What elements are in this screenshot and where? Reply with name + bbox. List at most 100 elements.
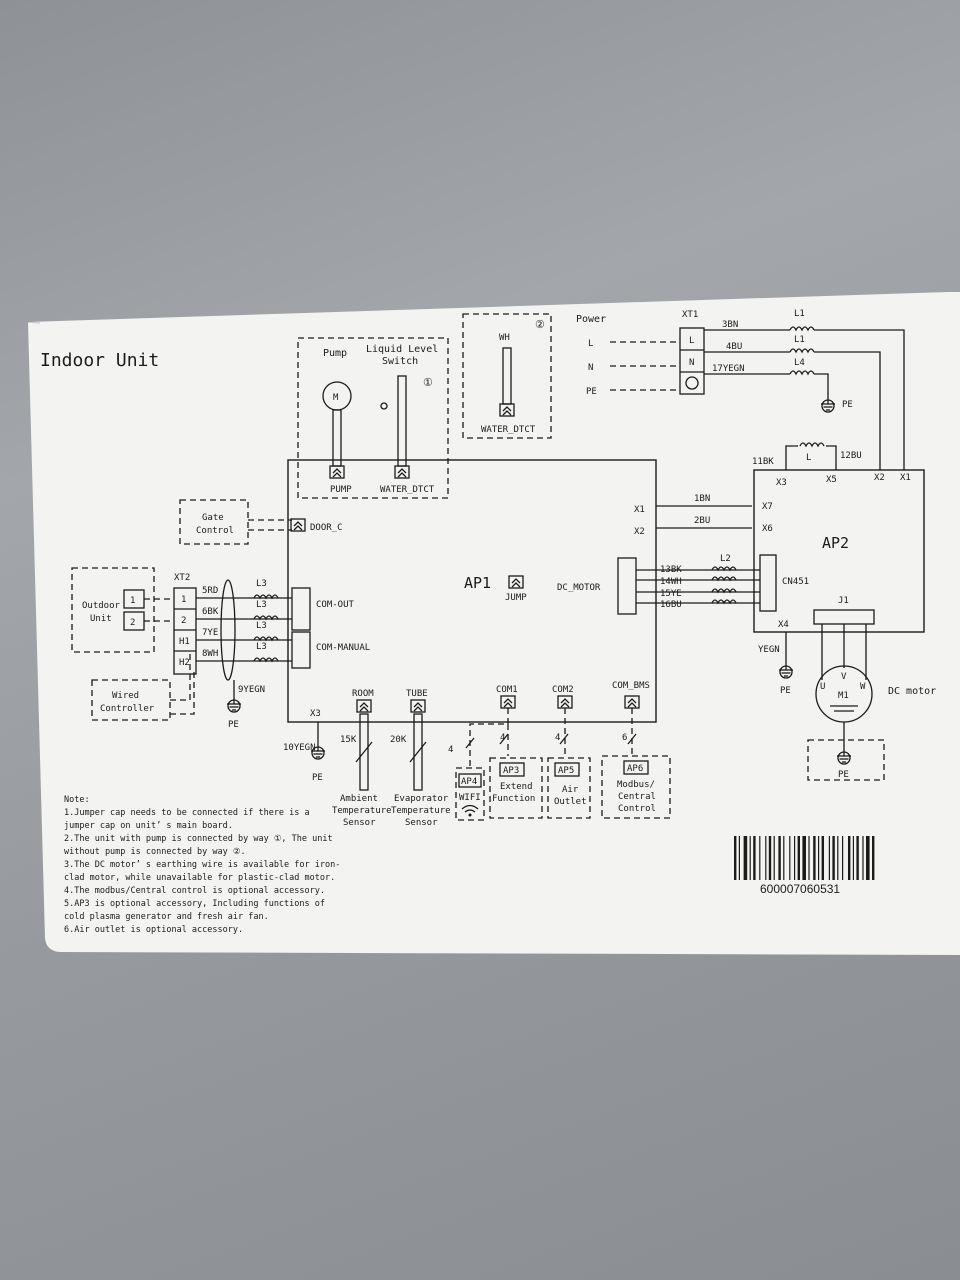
outdoor-label-2: Unit (90, 614, 112, 624)
wire-yegn: YEGN (758, 645, 780, 655)
outdoor-unit-box (71, 567, 155, 653)
inductor-l3-c: L3 (256, 621, 267, 631)
liquid-level-label-2: Switch (382, 356, 418, 367)
wire-2bu: 2BU (694, 516, 710, 526)
gate-label: Gate (202, 513, 224, 523)
ap6-box (601, 755, 671, 819)
com-manual-connector (291, 631, 311, 669)
inductor-l3-d: L3 (256, 642, 267, 652)
door-c-label: DOOR_C (310, 523, 343, 533)
xt2-terminal-1: 1 (181, 595, 186, 605)
com-out-connector (291, 587, 311, 631)
ap3-line2: Function (492, 794, 535, 804)
ap5-label: AP5 (558, 766, 574, 776)
ground-pe-a: PE (228, 720, 239, 730)
power-label: Power (576, 314, 606, 325)
note-line-6: clad motor, while unavailable for plasti… (64, 873, 335, 883)
wire-8wh: 8WH (202, 649, 218, 659)
xt1-ground-terminal (685, 376, 699, 390)
power-l: L (588, 339, 593, 349)
wh-water-dtct-label: WATER_DTCT (481, 425, 536, 435)
svg-text:M: M (333, 393, 339, 403)
ap2-x1-label: X1 (900, 473, 911, 483)
ap2-x2-label: X2 (874, 473, 885, 483)
ap6-label: AP6 (627, 764, 643, 774)
room-connector-label: ROOM (352, 689, 374, 699)
ground-pe-c: PE (780, 686, 791, 696)
level-switch-icon (380, 402, 388, 410)
motor-m1: M1 (838, 691, 849, 701)
ap4-label: AP4 (461, 777, 477, 787)
wire-13bk: 13BK (660, 565, 682, 575)
ground-pe-b: PE (312, 773, 323, 783)
label-sticker (28, 292, 960, 955)
inductor-l3-b: L3 (256, 600, 267, 610)
evap-label-2: Temperature (391, 806, 451, 816)
res-20k: 20K (390, 735, 407, 745)
ambient-label: Ambient (340, 794, 378, 804)
jump-label: JUMP (505, 593, 527, 603)
barcode (734, 836, 875, 880)
gate-control-box (179, 499, 249, 545)
motor-u: U (820, 682, 825, 692)
ap2-x6-label: X6 (762, 524, 773, 534)
inductor-l1-b: L1 (794, 335, 805, 345)
note-line-7: 4.The modbus/Central control is optional… (64, 886, 325, 896)
xt2-terminal-block (173, 587, 197, 675)
ap5-line2: Outlet (554, 797, 587, 807)
way1-marker: ① (423, 376, 433, 389)
wire-1bn: 1BN (694, 494, 710, 504)
ap1-x2-label: X2 (634, 527, 645, 537)
evap-label: Evaporator (394, 794, 449, 804)
ap2-x4-label: X4 (778, 620, 789, 630)
ap2-label: AP2 (822, 534, 849, 552)
com2-label: COM2 (552, 685, 574, 695)
pump-connector-label: PUMP (330, 485, 352, 495)
motor-v: V (841, 672, 847, 682)
outdoor-label: Outdoor (82, 601, 121, 611)
power-pe: PE (586, 387, 597, 397)
wire-6bk: 6BK (202, 607, 219, 617)
ap2-x3-label: X3 (776, 478, 787, 488)
xt2-terminal-h1: H1 (179, 637, 190, 647)
ap6-line2: Central (618, 792, 656, 802)
dc-motor-connector (617, 557, 637, 615)
inductor-l4: L4 (794, 358, 805, 368)
note-line-9: cold plasma generator and fresh air fan. (64, 912, 269, 922)
inductor-l1-a: L1 (794, 309, 805, 319)
ground-pe-d: PE (838, 770, 849, 780)
evap-label-3: Sensor (405, 818, 438, 828)
wifi-icon (461, 804, 479, 813)
ferrite-ring (220, 579, 236, 681)
pump-option-box (297, 337, 449, 499)
wire-12bu: 12BU (840, 451, 862, 461)
xt1-terminal-block (679, 327, 705, 395)
wire-5rd: 5RD (202, 586, 218, 596)
motor-ground-box (807, 739, 885, 781)
barcode-number: 600007060531 (760, 882, 840, 896)
ap6-line1: Modbus/ (617, 780, 655, 790)
ap3-label: AP3 (503, 766, 519, 776)
xt1-n: N (689, 358, 694, 368)
reactor-l: L (806, 453, 811, 463)
cn451-connector (759, 554, 777, 612)
wire-15ye: 15YE (660, 589, 682, 599)
note-line-1: 1.Jumper cap needs to be connected if th… (64, 808, 310, 818)
outdoor-terminal-2: 2 (130, 618, 135, 628)
ap2-x5-label: X5 (826, 475, 837, 485)
wire-10yegn: 10YEGN (283, 743, 316, 753)
com-manual-label: COM-MANUAL (316, 643, 370, 653)
ap5-line1: Air (562, 785, 579, 795)
ap1-label: AP1 (464, 574, 491, 592)
bus-count-6: 6 (622, 733, 627, 743)
liquid-level-label: Liquid Level (366, 344, 438, 355)
notes-block: Note: 1.Jumper cap needs to be connected… (64, 795, 340, 935)
note-line-0: Note: (64, 795, 90, 805)
evap-sensor-lead (413, 713, 423, 791)
ap1-x3-label: X3 (310, 709, 321, 719)
ap2-x7-label: X7 (762, 502, 773, 512)
motor-w: W (860, 682, 866, 692)
wire-16bu: 16BU (660, 600, 682, 610)
inductor-l2: L2 (720, 554, 731, 564)
wire-9yegn: 9YEGN (238, 685, 265, 695)
